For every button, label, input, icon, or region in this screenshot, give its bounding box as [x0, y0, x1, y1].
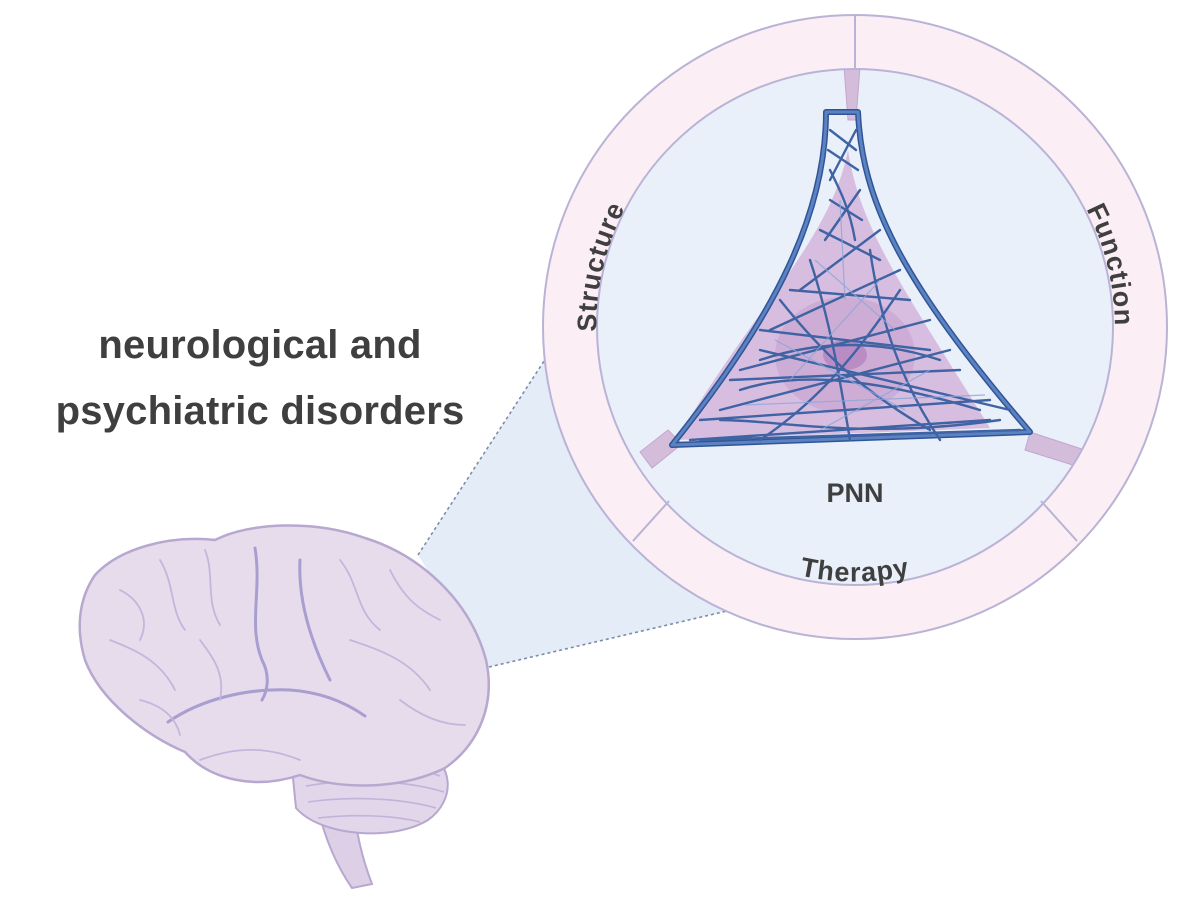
heading-line-1: neurological and: [98, 323, 422, 367]
neuron-icon: [639, 69, 1101, 473]
segment-therapy-label: Therapy: [798, 552, 912, 588]
pnn-label: PNN: [826, 478, 883, 508]
perineuronal-net-icon: [669, 109, 1033, 448]
brain-icon: [78, 524, 490, 890]
ring-dividers: [632, 16, 1078, 542]
zoom-cone: [417, 357, 749, 668]
heading-line-2: psychiatric disorders: [55, 389, 465, 433]
